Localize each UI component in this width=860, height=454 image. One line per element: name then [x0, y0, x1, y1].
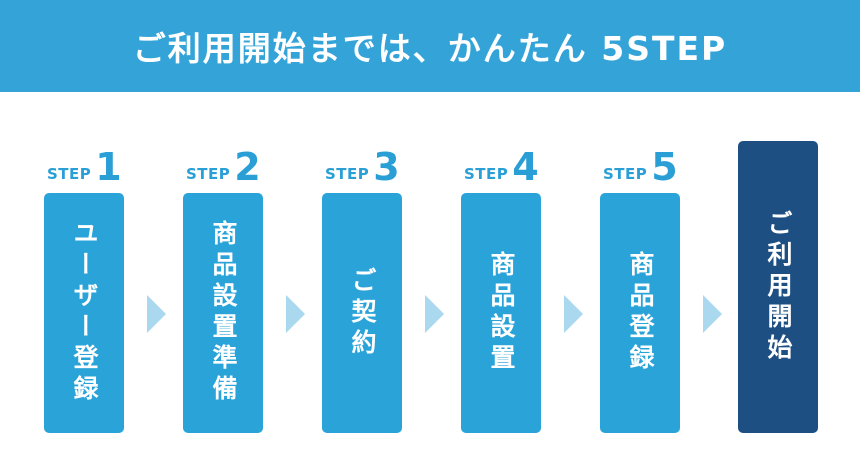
arrow-right-icon [564, 295, 583, 333]
step-2-number: 2 [234, 145, 261, 189]
step-5-label: STEP 5 [603, 146, 678, 186]
step-3-number: 3 [373, 145, 400, 189]
step-1-text: ユーザー登録 [70, 220, 99, 406]
step-3-box: ご契約 [322, 193, 402, 433]
step-2-label: STEP 2 [186, 146, 261, 186]
step-2-word: STEP [186, 165, 231, 183]
step-3-word: STEP [325, 165, 370, 183]
arrow-right-icon [703, 295, 722, 333]
step-5-text: 商品登録 [626, 251, 655, 375]
step-5-box: 商品登録 [600, 193, 680, 433]
step-5-number: 5 [651, 145, 678, 189]
step-4-label: STEP 4 [464, 146, 539, 186]
step-4-text: 商品設置 [487, 251, 516, 375]
step-1-number: 1 [95, 145, 122, 189]
arrow-right-icon [147, 295, 166, 333]
step-2-text: 商品設置準備 [209, 220, 238, 406]
step-5-word: STEP [603, 165, 648, 183]
step-4-number: 4 [512, 145, 539, 189]
arrow-right-icon [425, 295, 444, 333]
final-text: ご利用開始 [764, 209, 793, 365]
header-banner: ご利用開始までは、かんたん 5STEP [0, 0, 860, 92]
step-4-box: 商品設置 [461, 193, 541, 433]
step-1-box: ユーザー登録 [44, 193, 124, 433]
step-2-box: 商品設置準備 [183, 193, 263, 433]
step-1-label: STEP 1 [47, 146, 122, 186]
step-3-label: STEP 3 [325, 146, 400, 186]
step-3-text: ご契約 [348, 266, 377, 360]
page-title: ご利用開始までは、かんたん 5STEP [132, 29, 728, 68]
arrow-right-icon [286, 295, 305, 333]
step-4-word: STEP [464, 165, 509, 183]
step-1-word: STEP [47, 165, 92, 183]
final-box: ご利用開始 [738, 141, 818, 433]
